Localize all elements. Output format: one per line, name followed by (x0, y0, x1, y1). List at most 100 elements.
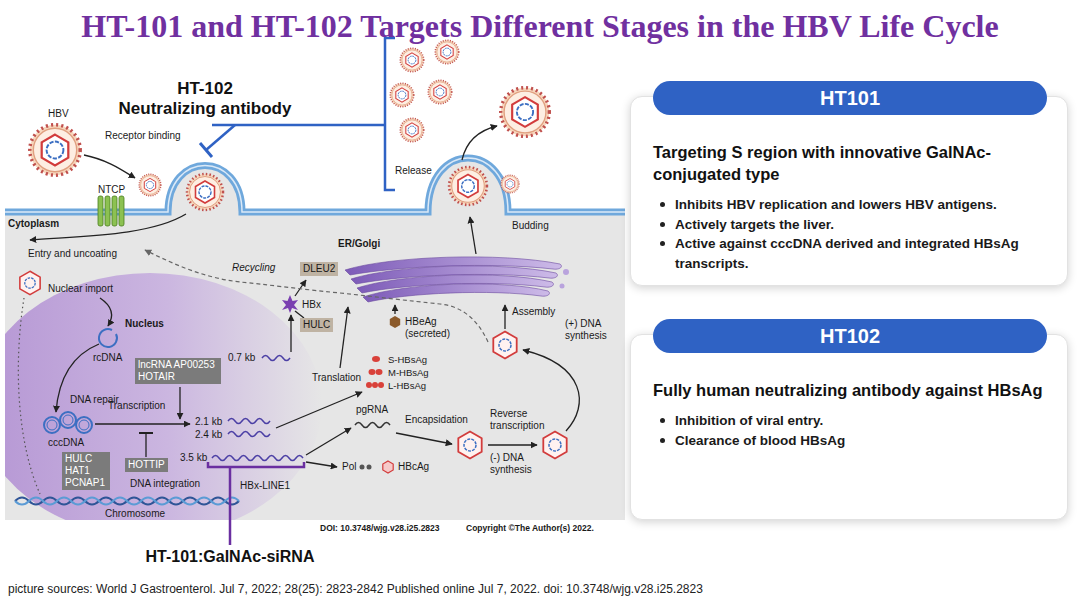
viral-dna (47, 420, 57, 430)
diagram-label: 2.1 kb (195, 416, 222, 428)
nucleus-region (5, 273, 322, 520)
diagram-label: (+) DNA synthesis (565, 318, 613, 342)
process-arrows (340, 307, 348, 368)
process-arrows (100, 298, 112, 326)
panel-header: HT101 (653, 81, 1047, 115)
diagram-label: DNA integration (130, 478, 200, 490)
ht102-pointer (200, 143, 212, 157)
node-heading: HT102 (653, 319, 1047, 353)
process-arrows (295, 280, 306, 296)
process-arrows (488, 444, 537, 445)
nucleus-region (5, 273, 322, 520)
recycling-path (145, 250, 488, 342)
diagram-label: HBV (48, 108, 69, 120)
viral-proteins (372, 382, 378, 388)
diagram-label: ER/Golgi (338, 238, 380, 250)
node-heading: Targeting S region with innovative GalNA… (653, 141, 1047, 185)
viral-dna (60, 412, 76, 428)
viral-proteins (372, 356, 380, 362)
virion-particles (428, 80, 451, 103)
diagram-label: Release (395, 165, 432, 177)
process-arrows (394, 305, 395, 314)
node-text: Inhibition of viral entry. (653, 411, 1047, 431)
ht101-pointer (208, 462, 304, 467)
node-heading: Fully human neutralizing antibody agains… (653, 379, 1047, 401)
er-golgi-stack (563, 269, 569, 275)
virion-particles (187, 174, 223, 210)
process-arrows (95, 423, 190, 424)
source-caption: picture sources: World J Gastroenterol. … (8, 582, 703, 597)
virion-particles (400, 118, 423, 141)
virion-particles (449, 167, 487, 205)
process-arrows (504, 305, 505, 329)
gene-box: HULC (300, 318, 333, 332)
rna-transcripts (228, 432, 270, 437)
ntcp-receptor (105, 196, 110, 226)
diagram-label: HBx (302, 299, 321, 311)
rna-transcripts (212, 456, 303, 461)
diagram-label: M-HBsAg (388, 367, 429, 378)
viral-dna (44, 329, 117, 433)
chromosome-helix (15, 498, 239, 505)
process-arrows (306, 462, 337, 467)
virion-particles (390, 83, 413, 106)
panel-header: HT102 (653, 319, 1047, 353)
info-panel: Targeting S region with innovative GalNA… (630, 96, 1068, 286)
process-arrows (295, 311, 304, 318)
diagram-label: S-HBsAg (388, 354, 427, 365)
diagram-label: Neutralizing antibody (105, 99, 305, 119)
capsid-particles (493, 332, 516, 359)
diagram-label: Translation (312, 372, 361, 384)
viral-dna (76, 417, 92, 433)
diagram-label: HBcAg (398, 461, 429, 473)
node-text: Inhibits HBV replication and lowers HBV … (653, 195, 1047, 215)
node-heading: lncRNA AP00253 HOTAIR (138, 359, 218, 383)
diagram-label: HT-101:GalNAc-siRNA (120, 547, 340, 567)
diagram-label: DOI: 10.3748/wjg.v28.i25.2823 (320, 523, 440, 534)
diagram-label: HBeAg (secreted) (405, 316, 452, 340)
process-arrows (30, 126, 579, 467)
node-heading: HULC (303, 319, 330, 331)
ntcp-receptor (119, 196, 124, 226)
ht101-pointer (208, 462, 304, 545)
node-heading: HT101 (653, 81, 1047, 115)
diagram-label: (-) DNA synthesis (490, 452, 536, 476)
node-heading: DLEU2 (303, 263, 335, 275)
diagram-label: Cytoplasm (8, 218, 59, 230)
diagram-label: HBx-LINE1 (240, 480, 290, 492)
diagram-label: Recycling (232, 262, 275, 274)
viral-dna (44, 417, 60, 433)
diagram-label: Receptor binding (105, 130, 181, 142)
viral-proteins (369, 369, 376, 375)
viral-dna (63, 415, 73, 425)
viral-proteins (367, 465, 372, 470)
capsid-particles (543, 432, 566, 459)
process-arrows (306, 428, 351, 455)
diagram-label: Chromosome (105, 508, 165, 520)
process-arrows (470, 217, 476, 254)
process-arrows (145, 433, 146, 457)
process-arrows (276, 392, 362, 428)
viral-proteins (360, 465, 365, 470)
diagram-label: Copyright ©The Author(s) 2022. (466, 523, 594, 534)
viral-proteins (378, 382, 384, 388)
process-arrows (84, 155, 135, 178)
process-arrows (396, 433, 452, 444)
ntcp-receptor (98, 196, 124, 226)
diagram-label: 2.4 kb (195, 429, 222, 441)
diagram-label: Nucleus (125, 318, 164, 330)
diagram-label: Transcription (108, 400, 165, 412)
cytoplasm-region (5, 158, 625, 520)
er-golgi-stack (363, 284, 549, 302)
virion-particles (139, 174, 161, 196)
diagram-label: cccDNA (48, 437, 84, 449)
diagram-label: 0.7 kb (228, 352, 255, 364)
gene-box: HOTTIP (125, 458, 168, 472)
ht102-pointer (206, 125, 235, 150)
process-arrows (462, 126, 497, 160)
info-panel: Fully human neutralizing antibody agains… (630, 334, 1068, 520)
virion-particles (501, 88, 550, 137)
diagram-label: Budding (512, 220, 549, 232)
viral-proteins (376, 369, 383, 375)
viral-proteins (390, 316, 400, 328)
